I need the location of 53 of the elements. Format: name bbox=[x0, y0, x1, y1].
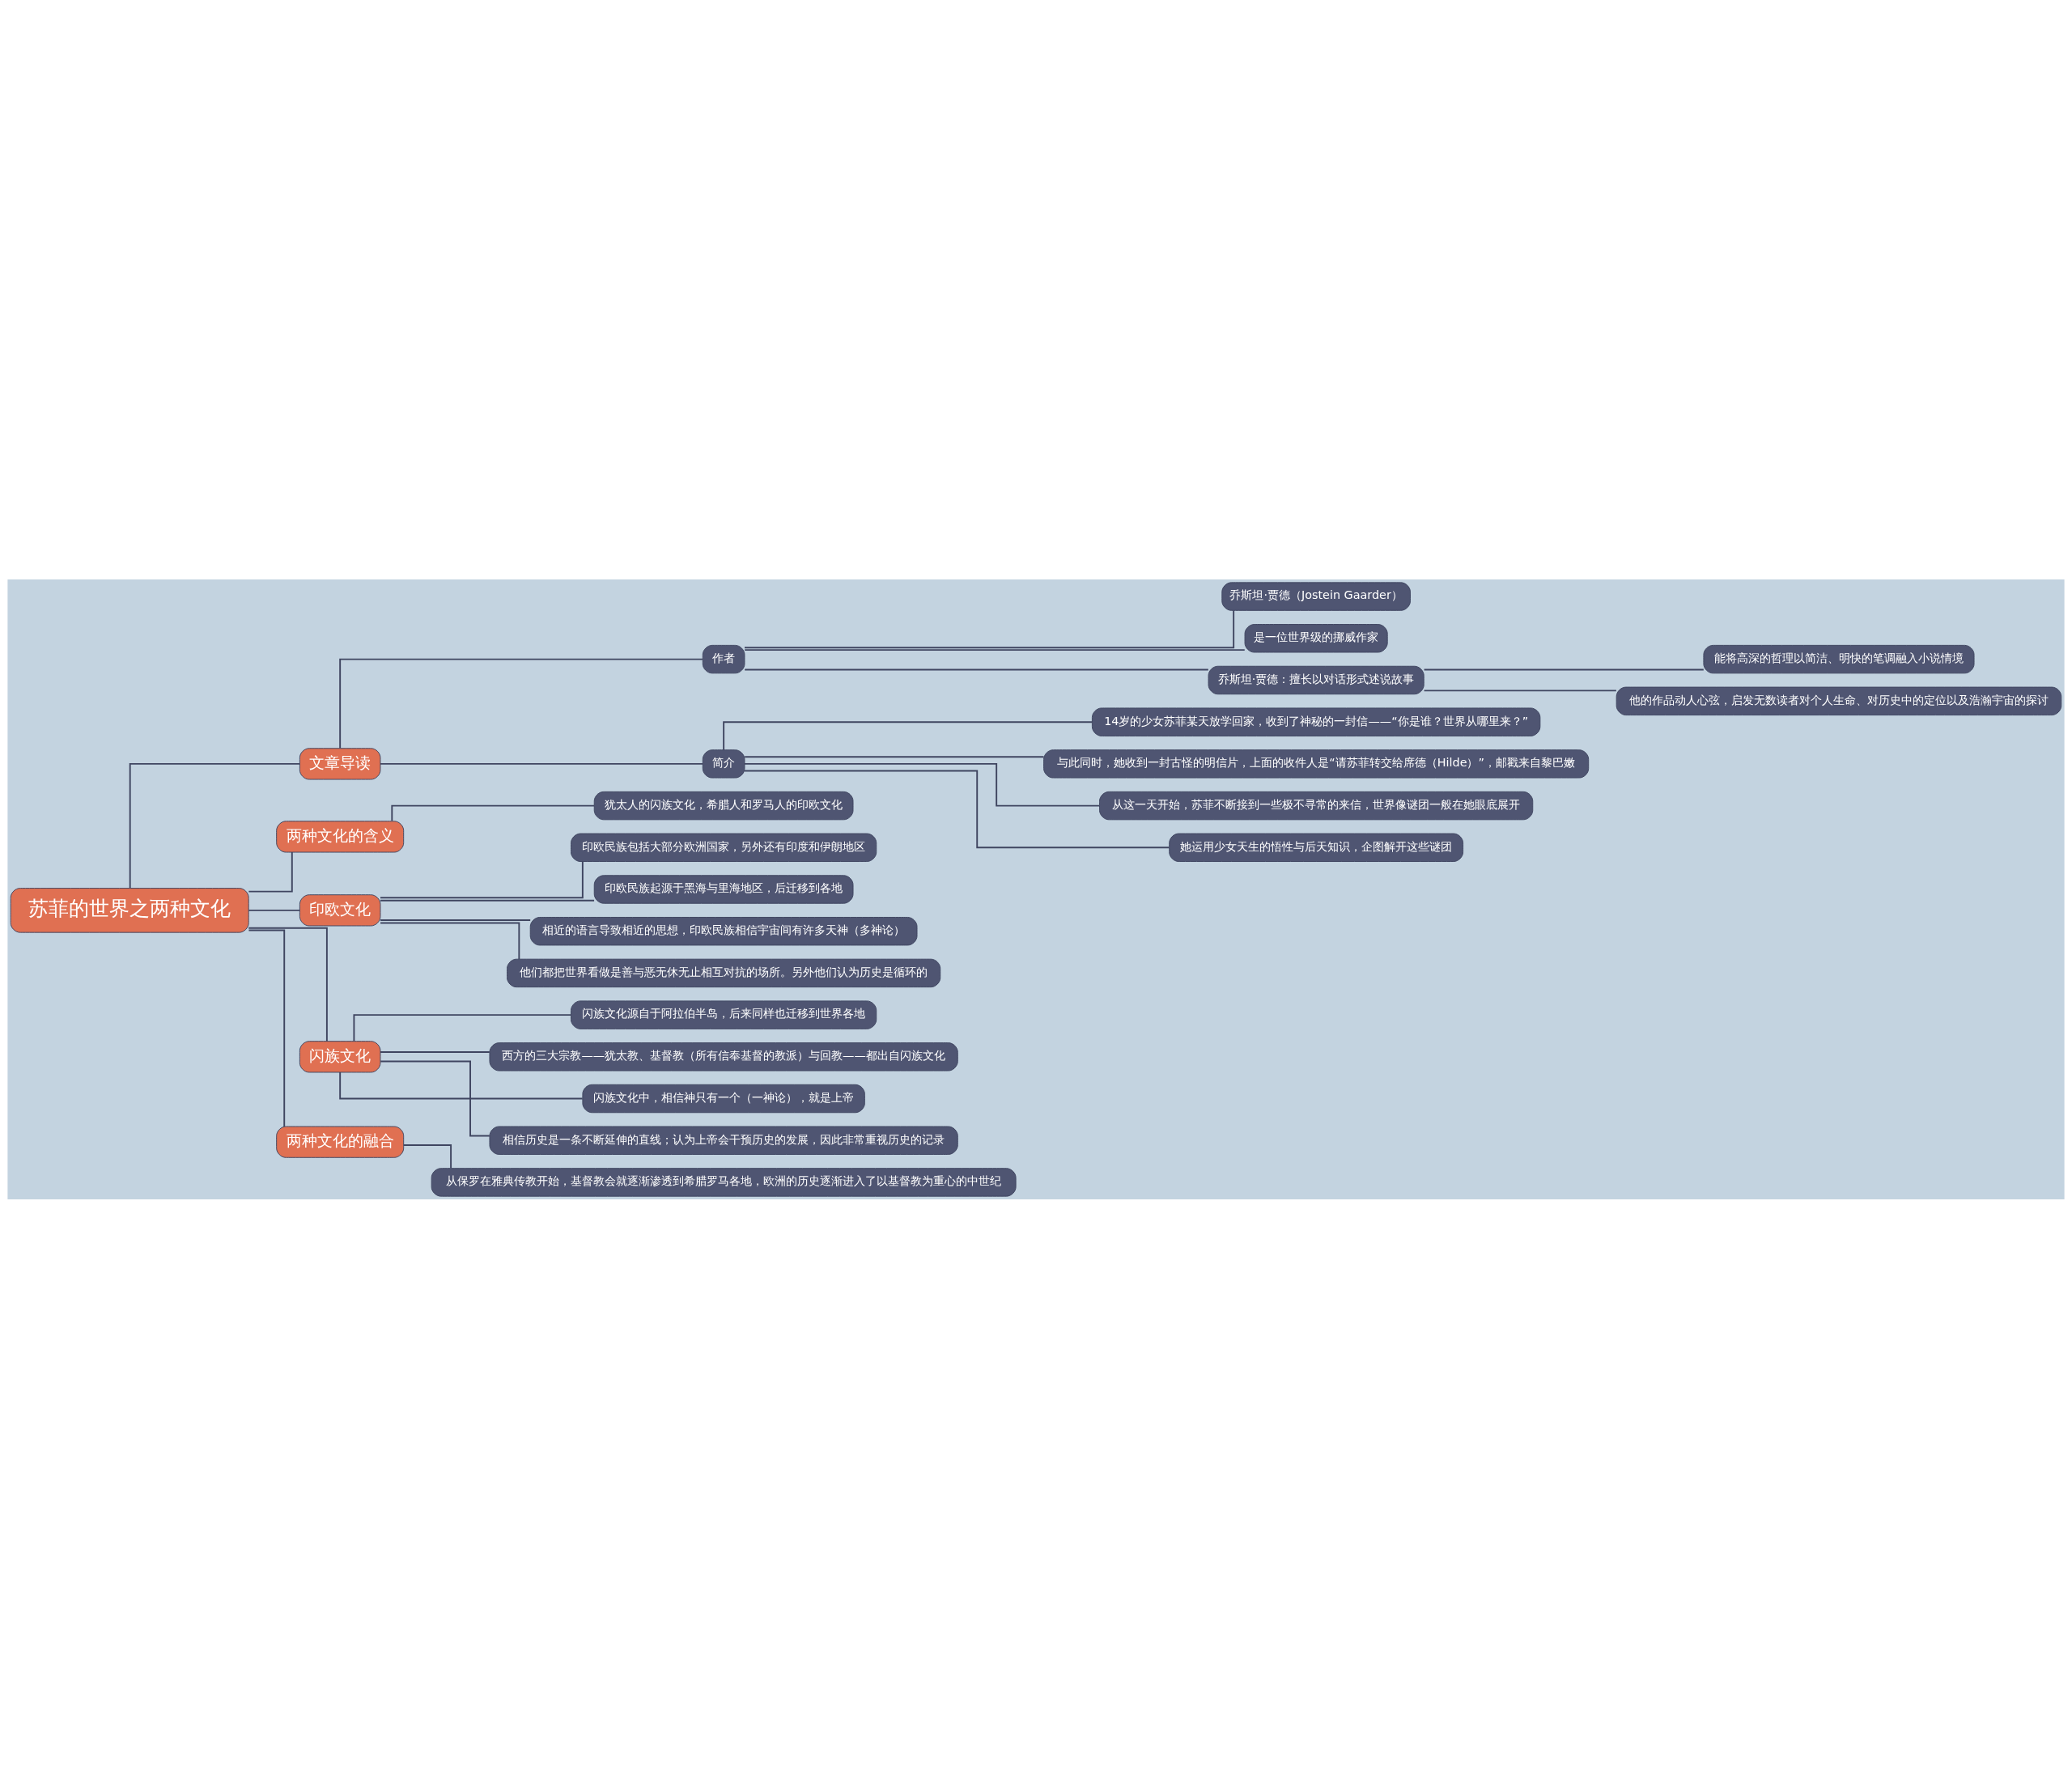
node-box: 从保罗在雅典传教开始，基督教会就逐渐渗透到希腊罗马各地，欧洲的历史逐渐进入了以基督教为重心的中世纪 bbox=[431, 1167, 1017, 1197]
connector bbox=[744, 755, 1045, 757]
connector bbox=[403, 1144, 452, 1169]
node-box: 14岁的少女苏菲某天放学回家，收到了神秘的一封信——“你是谁？世界从哪里来？” bbox=[1091, 707, 1541, 736]
connector bbox=[248, 909, 301, 911]
connector bbox=[380, 919, 532, 921]
node-box: 她运用少女天生的悟性与后天知识，企图解开这些谜团 bbox=[1169, 833, 1464, 862]
node-box: 作者 bbox=[702, 644, 745, 673]
node-box: 闪族文化源自于阿拉伯半岛，后来同样也迁移到世界各地 bbox=[571, 999, 877, 1029]
node-box: 印欧文化 bbox=[299, 893, 381, 926]
node-box: 乔斯坦·贾德（Jostein Gaarder） bbox=[1221, 581, 1411, 611]
connector bbox=[248, 851, 293, 893]
node-box: 闪族文化中，相信神只有一个（一神论），就是上帝 bbox=[582, 1084, 865, 1113]
connector bbox=[1423, 689, 1617, 691]
connector bbox=[391, 804, 596, 821]
node-box: 文章导读 bbox=[299, 747, 381, 779]
connector bbox=[1423, 668, 1705, 670]
connector bbox=[380, 762, 704, 765]
node-box: 苏菲的世界之两种文化 bbox=[10, 887, 249, 933]
connector bbox=[129, 762, 301, 889]
node-box: 印欧民族包括大部分欧洲国家，另外还有印度和伊朗地区 bbox=[571, 833, 877, 862]
node-box: 相信历史是一条不断延伸的直线；认为上帝会干预历史的发展，因此非常重视历史的记录 bbox=[489, 1126, 958, 1155]
node-box: 两种文化的融合 bbox=[276, 1126, 405, 1158]
node-box: 与此同时，她收到一封古怪的明信片，上面的收件人是“请苏菲转交给席德（Hilde）”，邮戳来自黎巴嫩 bbox=[1043, 749, 1590, 779]
node-box: 他们都把世界看做是善与恶无休无止相互对抗的场所。另外他们认为历史是循环的 bbox=[507, 958, 941, 987]
connector bbox=[380, 899, 595, 902]
node-box: 相近的语言导致相近的思想，印欧民族相信宇宙间有许多天神（多神论） bbox=[529, 916, 918, 945]
node-box: 他的作品动人心弦，启发无数读者对个人生命、对历史中的定位以及浩瀚宇宙的探讨 bbox=[1616, 686, 2062, 715]
node-box: 印欧民族起源于黑海与里海地区，后迁移到各地 bbox=[593, 874, 854, 904]
connector bbox=[744, 668, 1209, 670]
node-box: 犹太人的闪族文化，希腊人和罗马人的印欧文化 bbox=[593, 791, 854, 820]
connector bbox=[248, 927, 328, 1042]
node-box: 闪族文化 bbox=[299, 1040, 381, 1072]
connector bbox=[380, 922, 520, 960]
node-box: 乔斯坦·贾德：擅长以对话形式述说故事 bbox=[1208, 665, 1424, 694]
connector bbox=[380, 1060, 490, 1136]
connector bbox=[248, 928, 286, 1127]
connector bbox=[744, 648, 1246, 651]
node-box: 两种文化的含义 bbox=[276, 820, 405, 852]
connector bbox=[353, 1013, 572, 1042]
connector bbox=[380, 1050, 490, 1053]
node-box: 从这一天开始，苏菲不断接到一些极不寻常的来信，世界像谜团一般在她眼底展开 bbox=[1099, 791, 1534, 820]
connector bbox=[339, 1071, 584, 1099]
connector bbox=[339, 658, 703, 749]
node-box: 西方的三大宗教——犹太教、基督教（所有信奉基督的教派）与回教——都出自闪族文化 bbox=[489, 1042, 958, 1071]
connector bbox=[744, 762, 1101, 807]
node-box: 能将高深的哲理以简洁、明快的笔调融入小说情境 bbox=[1703, 644, 1975, 673]
node-box: 简介 bbox=[702, 749, 745, 779]
connector bbox=[380, 860, 584, 898]
connector bbox=[744, 609, 1235, 648]
node-box: 是一位世界级的挪威作家 bbox=[1244, 623, 1388, 652]
connector bbox=[723, 720, 1093, 750]
connector bbox=[744, 770, 1170, 848]
